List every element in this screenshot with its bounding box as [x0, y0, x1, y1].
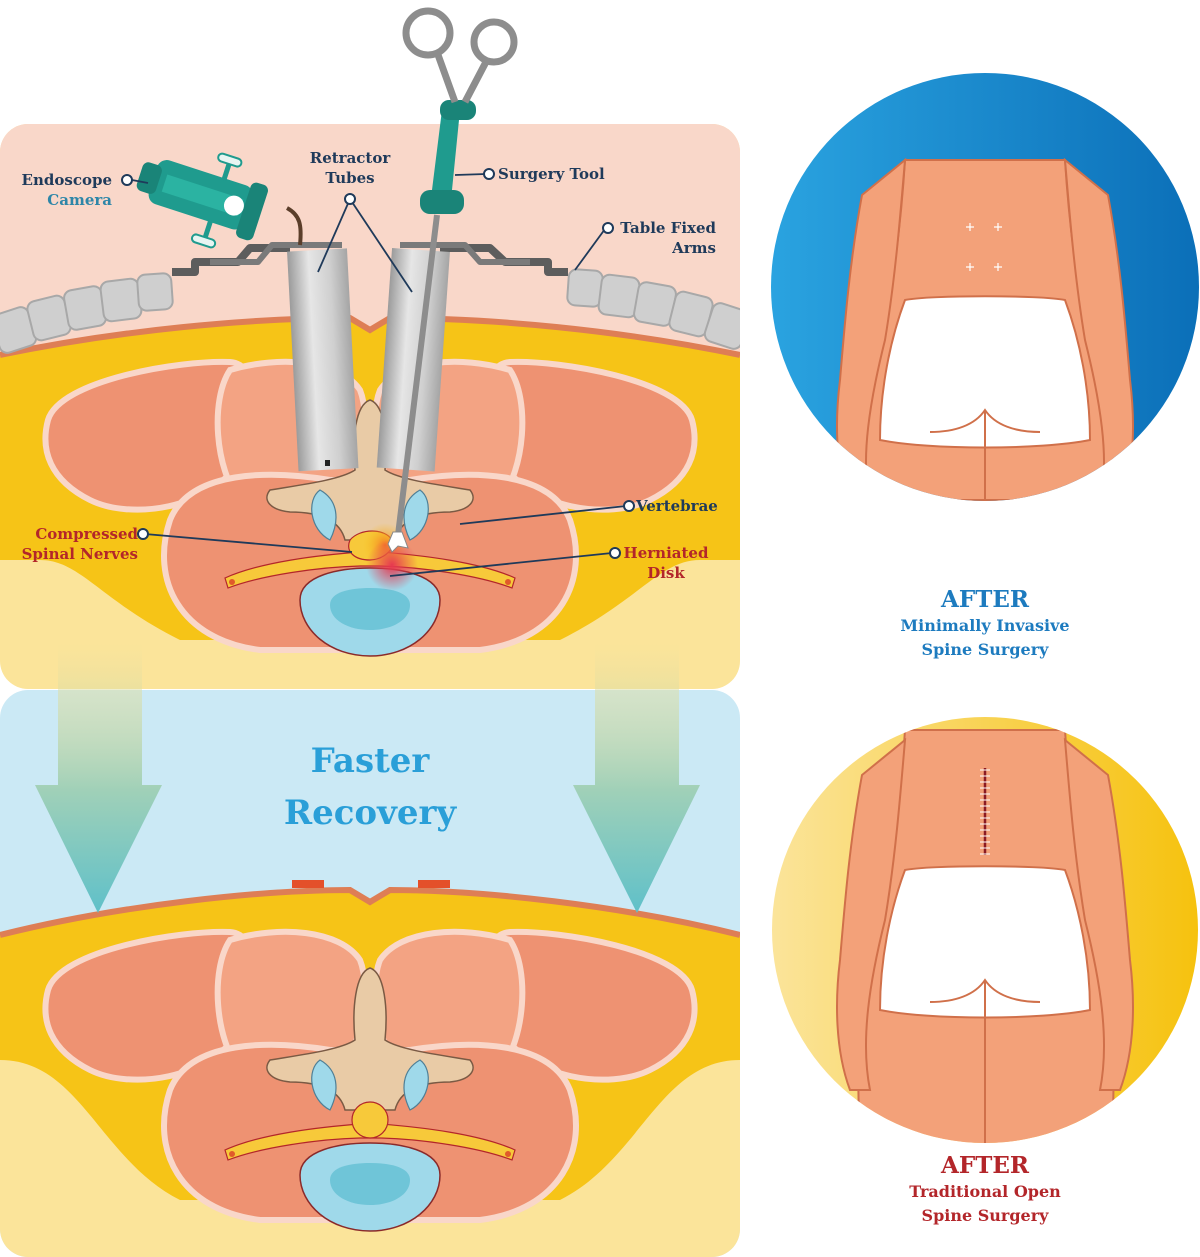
traditional-open-figure: [772, 717, 1198, 1143]
surgery-tool-label: Surgery Tool: [498, 165, 605, 183]
caption-line2: Spine Surgery: [921, 1206, 1049, 1225]
caption-line1: Traditional Open: [909, 1182, 1061, 1201]
incision-mark: [418, 880, 450, 888]
muscles: [42, 358, 698, 653]
minimally-invasive-caption: AFTER Minimally Invasive Spine Surgery: [835, 586, 1135, 662]
retractor-label-line2: Tubes: [325, 169, 375, 187]
title-line2: Recovery: [283, 793, 457, 833]
table-arms-label-line1: Table Fixed: [620, 219, 716, 237]
table-fixed-arms: [0, 242, 740, 354]
vertebrae-anchor: [623, 500, 635, 512]
retractor-anchor: [344, 193, 356, 205]
title-line1: Faster: [310, 741, 430, 781]
retractor-tubes-label: Retractor Tubes: [300, 148, 400, 188]
herniated-disk-label: Herniated Disk: [616, 543, 716, 583]
top-panel: [0, 124, 740, 689]
endoscope-label-line2: Camera: [47, 191, 112, 209]
traditional-open-caption: AFTER Traditional Open Spine Surgery: [835, 1152, 1135, 1228]
surgery-tool-anchor: [483, 168, 495, 180]
compressed-nerves-label: Compressed Spinal Nerves: [6, 524, 138, 564]
compressed-label-line1: Compressed: [35, 525, 138, 543]
arrow-down-icon: [573, 643, 700, 913]
table-arms-anchor: [602, 222, 614, 234]
faster-recovery-title: Faster Recovery: [220, 735, 520, 839]
table-fixed-arms-label: Table Fixed Arms: [612, 218, 716, 258]
surgery-tool: [387, 7, 518, 553]
retractor-tubes: [287, 247, 450, 472]
table-arms-label-line2: Arms: [672, 239, 716, 257]
vertebra: [266, 399, 474, 541]
long-incision: [980, 768, 990, 855]
incision-mark: [292, 880, 324, 888]
herniated-label-line2: Disk: [647, 564, 685, 582]
caption-line1: Minimally Invasive: [900, 616, 1070, 635]
caption-heading: AFTER: [941, 1152, 1029, 1179]
vertebrae-label: Vertebrae: [636, 497, 718, 515]
label-anchors: [121, 168, 635, 559]
retractor-label-line1: Retractor: [309, 149, 391, 167]
caption-heading: AFTER: [941, 586, 1029, 613]
compressed-label-line2: Spinal Nerves: [21, 545, 138, 563]
leader-lines: [131, 173, 627, 577]
caption-line2: Spine Surgery: [921, 640, 1049, 659]
herniated-disk-anchor: [609, 547, 621, 559]
endoscope-anchor: [121, 174, 133, 186]
endoscope-label: Endoscope Camera: [10, 170, 112, 210]
arrow-down-icon: [35, 643, 162, 913]
intervertebral-disk: [299, 539, 441, 657]
small-incisions: [966, 223, 1002, 271]
minimally-invasive-figure: [771, 73, 1199, 501]
herniated-label-line1: Herniated: [623, 544, 709, 562]
recovery-arrows: [35, 643, 700, 913]
endoscope-camera: [136, 152, 303, 249]
compressed-nerves-anchor: [137, 528, 149, 540]
endoscope-label-line1: Endoscope: [21, 171, 112, 189]
